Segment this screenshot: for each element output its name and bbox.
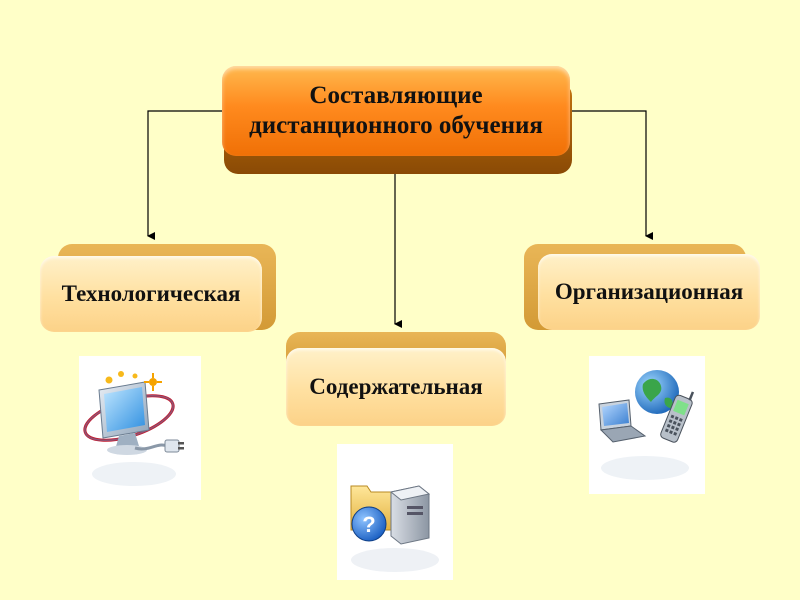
- node-organizational: Организационная: [524, 244, 762, 334]
- folder-help-server-icon: ?: [337, 444, 453, 580]
- svg-text:?: ?: [362, 512, 375, 537]
- node-organizational-label: Организационная: [538, 254, 760, 330]
- node-content: Содержательная: [286, 332, 508, 430]
- node-technological-label: Технологическая: [40, 256, 262, 332]
- connector-left: [147, 110, 224, 240]
- root-title-line1: Составляющие: [309, 82, 483, 109]
- root-title-line2: дистанционного обучения: [249, 112, 543, 139]
- node-content-label: Содержательная: [286, 348, 506, 426]
- connector-right: [570, 110, 653, 240]
- node-technological: Технологическая: [40, 244, 276, 334]
- globe-laptop-phone-icon: [589, 356, 705, 494]
- root-node-face: Составляющие дистанционного обучения: [222, 66, 570, 156]
- root-node: Составляющие дистанционного обучения: [222, 66, 572, 176]
- computer-plug-icon: [79, 356, 201, 500]
